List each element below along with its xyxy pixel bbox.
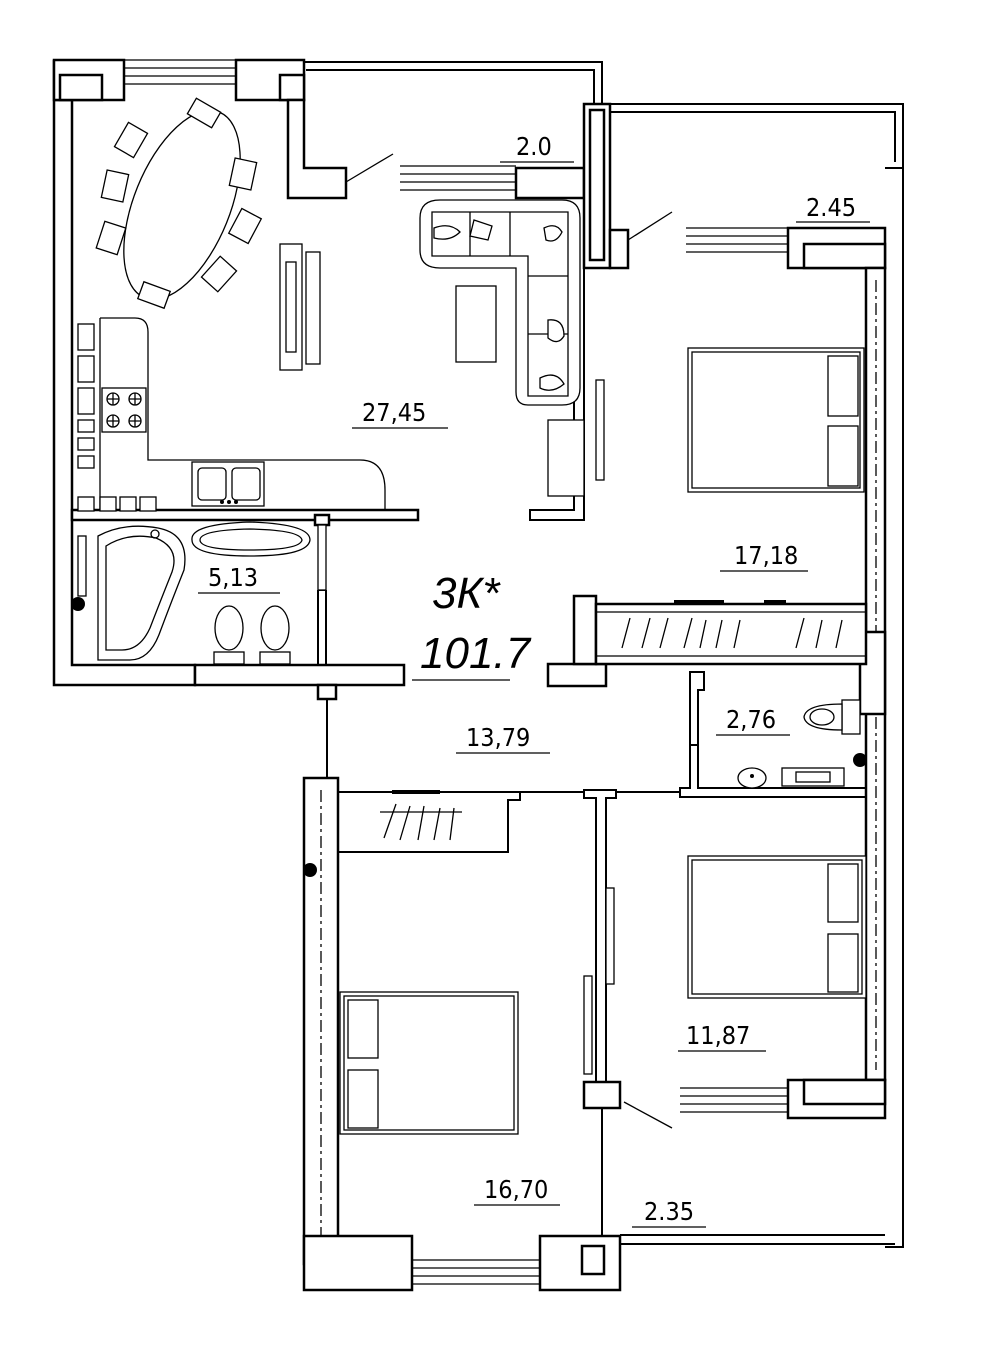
apartment-total-area: 101.7 bbox=[420, 629, 532, 678]
bedroom-bottom-right-furniture bbox=[687, 855, 867, 999]
area-labels: 27,45 2.0 2.45 17,18 5,13 13,79 2,76 11,… bbox=[198, 132, 870, 1228]
label-balcony-top-left: 2.0 bbox=[516, 132, 552, 161]
apartment-type: 3К* bbox=[432, 569, 501, 618]
apartment-label: 3К* 101.7 bbox=[412, 569, 532, 681]
wc-furniture bbox=[737, 699, 867, 789]
label-balcony-top-right: 2.45 bbox=[806, 193, 856, 222]
bedroom-top-right-furniture bbox=[621, 347, 865, 649]
interior-walls bbox=[70, 268, 868, 1083]
living-furniture bbox=[279, 199, 585, 497]
label-bedroom-bottom-right: 11,87 bbox=[686, 1021, 750, 1050]
dining-table bbox=[95, 97, 263, 310]
label-balcony-bottom-right: 2.35 bbox=[644, 1197, 694, 1226]
label-hallway: 13,79 bbox=[466, 723, 530, 752]
outer-walls bbox=[52, 58, 887, 1292]
bedroom-bottom-left-furniture bbox=[339, 991, 519, 1135]
balcony-railings bbox=[300, 61, 904, 1248]
label-bedroom-top-right: 17,18 bbox=[734, 541, 798, 570]
label-bedroom-bottom-left: 16,70 bbox=[484, 1175, 548, 1204]
bathroom bbox=[71, 521, 311, 665]
label-bathroom: 5,13 bbox=[208, 563, 258, 592]
doors bbox=[317, 379, 615, 1075]
kitchen bbox=[77, 317, 386, 512]
label-wc: 2,76 bbox=[726, 705, 776, 734]
hall-wardrobe bbox=[303, 790, 462, 877]
label-living-kitchen: 27,45 bbox=[362, 398, 426, 427]
